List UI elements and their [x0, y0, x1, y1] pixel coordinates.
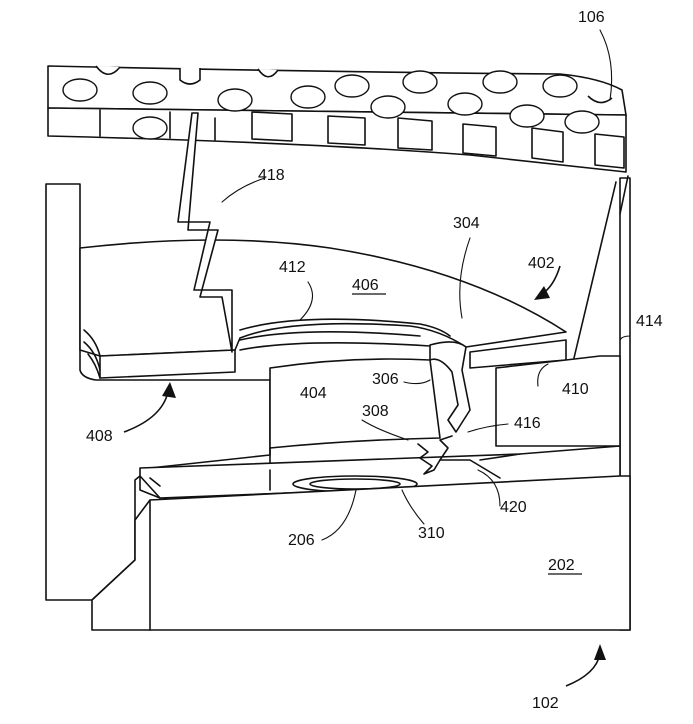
- label-420: 420: [500, 499, 527, 516]
- label-412: 412: [279, 259, 306, 276]
- plate-notches: [99, 109, 625, 169]
- label-408: 408: [86, 428, 113, 445]
- label-206: 206: [288, 532, 315, 549]
- perforated-plate: [47, 65, 627, 173]
- label-404: 404: [300, 385, 327, 402]
- label-410: 410: [562, 381, 589, 398]
- label-416: 416: [514, 415, 541, 432]
- reference-labels: 106 418 304 402 412 406 414 404 306 410 …: [86, 9, 663, 712]
- leader-lines: [123, 29, 631, 687]
- lightning-bolt-418: [177, 112, 233, 353]
- crack-308: [417, 435, 453, 475]
- label-418: 418: [258, 167, 285, 184]
- plate-holes: [62, 65, 613, 140]
- label-414: 414: [636, 313, 663, 330]
- label-402: 402: [528, 255, 555, 272]
- label-202: 202: [548, 557, 575, 574]
- label-310: 310: [418, 525, 445, 542]
- label-406: 406: [352, 277, 379, 294]
- label-106: 106: [578, 9, 605, 26]
- label-102: 102: [532, 695, 559, 712]
- label-306: 306: [372, 371, 399, 388]
- housing-body: [45, 175, 631, 631]
- label-308: 308: [362, 403, 389, 420]
- label-304: 304: [453, 215, 480, 232]
